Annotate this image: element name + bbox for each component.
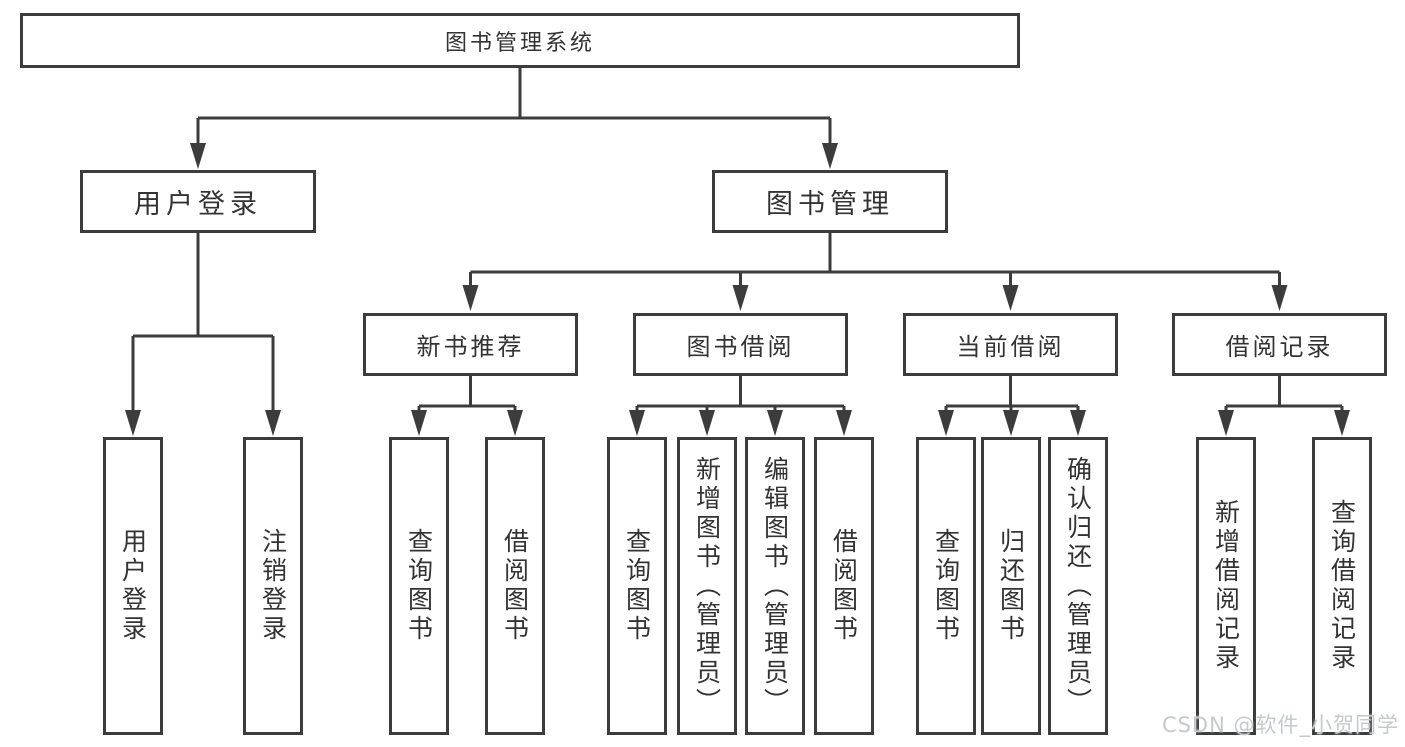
leaf-user-login: 用户登录: [103, 437, 163, 735]
leaf-query-books-current: 查询图书: [916, 437, 976, 735]
node-label: 新增借阅记录: [1211, 499, 1241, 673]
node-label: 当前借阅: [956, 333, 1065, 361]
leaf-query-borrow-record: 查询借阅记录: [1312, 437, 1372, 735]
node-label: 新书推荐: [416, 333, 525, 361]
leaf-add-book-admin: 新增图书（管理员）: [677, 437, 737, 735]
node-label: 查询图书: [404, 528, 434, 644]
watermark: CSDN @软件_小贺同学: [1161, 713, 1399, 737]
connector-root-to-level2: [196, 68, 832, 146]
leaf-query-books-borrowing: 查询图书: [607, 437, 667, 735]
node-user-login: 用户登录: [80, 170, 316, 233]
node-label: 新增图书（管理员）: [692, 455, 722, 717]
node-label: 用户登录: [134, 189, 262, 220]
node-label: 借阅记录: [1225, 333, 1334, 361]
node-label: 查询图书: [931, 528, 961, 644]
connector-userlogin-to-leaves: [131, 233, 275, 412]
node-label: 注销登录: [258, 528, 288, 644]
node-library-management-system: 图书管理系统: [20, 13, 1020, 68]
arrowhead-icons: [125, 143, 1350, 436]
node-new-book-recommendation: 新书推荐: [363, 313, 578, 376]
node-book-borrowing: 图书借阅: [633, 313, 848, 376]
leaf-query-books-recommend: 查询图书: [389, 437, 449, 735]
node-label: 借阅图书: [500, 528, 530, 644]
node-label: 图书管理系统: [444, 30, 595, 56]
connector-bookmgmt-to-level3: [469, 233, 1281, 287]
node-label: 用户登录: [118, 528, 148, 644]
leaf-edit-book-admin: 编辑图书（管理员）: [745, 437, 805, 735]
node-label: 编辑图书（管理员）: [760, 455, 790, 717]
leaf-borrow-books-recommend: 借阅图书: [485, 437, 545, 735]
node-borrowing-records: 借阅记录: [1172, 313, 1387, 376]
node-label: 查询借阅记录: [1327, 499, 1357, 673]
leaf-return-books: 归还图书: [981, 437, 1041, 735]
leaf-add-borrow-record: 新增借阅记录: [1196, 437, 1256, 735]
node-label: 借阅图书: [829, 528, 859, 644]
node-label: 查询图书: [622, 528, 652, 644]
node-current-borrowing: 当前借阅: [903, 313, 1118, 376]
node-label: 确认归还（管理员）: [1063, 455, 1093, 717]
leaf-borrow-books-borrowing: 借阅图书: [814, 437, 874, 735]
node-label: 图书管理: [766, 189, 894, 220]
leaf-confirm-return-admin: 确认归还（管理员）: [1048, 437, 1108, 735]
connector-level3-to-leaves: [417, 376, 1344, 412]
node-label: 图书借阅: [686, 333, 795, 361]
node-label: 归还图书: [996, 528, 1026, 644]
node-book-management: 图书管理: [712, 170, 948, 233]
leaf-logout: 注销登录: [243, 437, 303, 735]
